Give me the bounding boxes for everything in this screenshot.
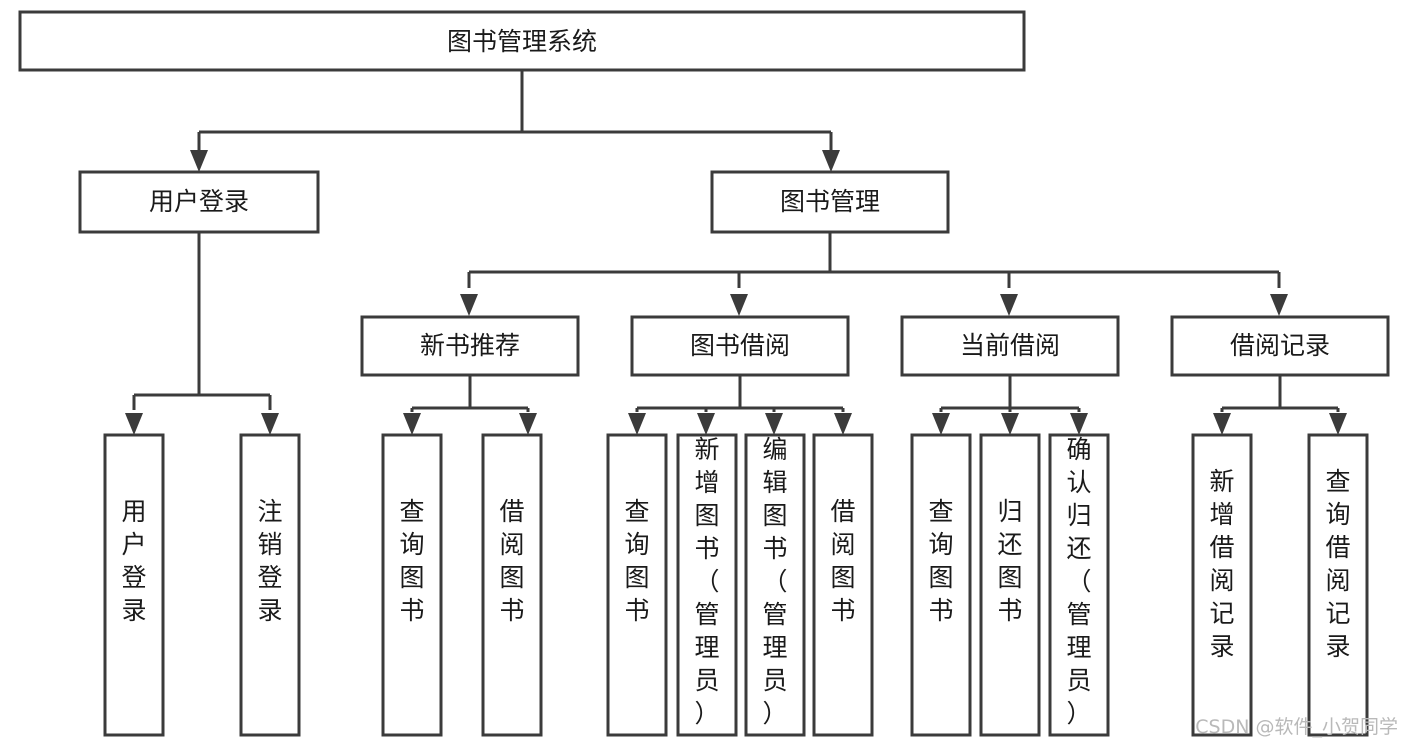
leaf-box-user-login[interactable]: [103, 433, 165, 737]
leaf-group-borrow-record: 新增借阅记录 查询借阅记录: [1191, 433, 1369, 737]
leaf-label-add-record: 新增借阅记录: [1209, 467, 1234, 661]
node-borrow-record[interactable]: 借阅记录: [1170, 315, 1390, 377]
leaf-box-query-book-2[interactable]: [606, 433, 668, 737]
leaf-label-query-book-2: 查询图书: [624, 497, 649, 625]
connector-new-book-recommend-to-leaves: [403, 375, 537, 435]
leaf-label-add-book: 新增图书（管理员）: [694, 435, 719, 728]
leaf-group-new-book-recommend: 查询图书 借阅图书: [381, 433, 543, 737]
leaf-box-query-book-3[interactable]: [910, 433, 972, 737]
arrow-icon: [125, 413, 143, 435]
new-book-recommend-box[interactable]: [360, 315, 580, 377]
user-login-box[interactable]: [78, 170, 320, 234]
current-borrow-box[interactable]: [900, 315, 1120, 377]
leaf-box-confirm-return[interactable]: [1048, 433, 1110, 737]
root-box[interactable]: [18, 10, 1026, 72]
arrow-icon: [932, 413, 950, 435]
leaf-box-add-book[interactable]: [676, 433, 738, 737]
node-root[interactable]: 图书管理系统: [18, 10, 1026, 72]
node-current-borrow[interactable]: 当前借阅: [900, 315, 1120, 377]
leaf-box-borrow-book-2[interactable]: [812, 433, 874, 737]
node-book-borrow[interactable]: 图书借阅: [630, 315, 850, 377]
leaf-box-logout-login[interactable]: [239, 433, 301, 737]
arrow-icon: [261, 413, 279, 435]
current-borrow-label: 当前借阅: [960, 331, 1060, 360]
leaf-label-logout-login: 注销登录: [257, 497, 282, 625]
book-manage-label: 图书管理: [780, 187, 880, 216]
arrow-icon: [1000, 294, 1018, 316]
arrow-icon: [765, 413, 783, 435]
leaf-label-borrow-book-1: 借阅图书: [499, 497, 524, 625]
arrow-icon: [1329, 413, 1347, 435]
arrow-icon: [1270, 294, 1288, 316]
book-borrow-label: 图书借阅: [690, 331, 790, 360]
user-login-label: 用户登录: [149, 187, 249, 216]
leaf-label-user-login: 用户登录: [121, 497, 146, 625]
leaf-label-confirm-return: 确认归还（管理员）: [1066, 435, 1091, 728]
connector-book-borrow-to-leaves: [628, 375, 852, 435]
node-book-manage[interactable]: 图书管理: [710, 170, 950, 234]
node-user-login[interactable]: 用户登录: [78, 170, 320, 234]
arrow-icon: [822, 150, 840, 172]
new-book-recommend-label: 新书推荐: [420, 331, 520, 360]
arrow-icon: [628, 413, 646, 435]
connector-book-manage-to-level3: [460, 232, 1288, 316]
arrow-icon: [730, 294, 748, 316]
leaf-label-edit-book: 编辑图书（管理员）: [762, 435, 787, 728]
leaf-box-return-book[interactable]: [979, 433, 1041, 737]
leaf-group-user-login: 用户登录 注销登录: [103, 433, 301, 737]
arrow-icon: [1213, 413, 1231, 435]
leaf-label-query-record: 查询借阅记录: [1325, 467, 1350, 661]
leaf-box-query-record[interactable]: [1307, 433, 1369, 737]
node-new-book-recommend[interactable]: 新书推荐: [360, 315, 580, 377]
leaf-label-query-book-3: 查询图书: [928, 497, 953, 625]
leaf-label-return-book: 归还图书: [997, 497, 1022, 625]
leaf-box-query-book-1[interactable]: [381, 433, 443, 737]
arrow-icon: [1001, 413, 1019, 435]
borrow-record-label: 借阅记录: [1230, 331, 1330, 360]
leaf-box-add-record[interactable]: [1191, 433, 1253, 737]
arrow-icon: [190, 150, 208, 172]
leaf-label-borrow-book-2: 借阅图书: [830, 497, 855, 625]
arrow-icon: [403, 413, 421, 435]
arrow-icon: [834, 413, 852, 435]
connector-borrow-record-to-leaves: [1213, 375, 1347, 435]
leaf-box-edit-book[interactable]: [744, 433, 806, 737]
leaf-group-book-borrow: 查询图书 新增图书（管理员） 编辑图书（管理员） 借阅图书: [606, 433, 874, 737]
connector-root-to-level2: [190, 70, 840, 172]
watermark-text: CSDN @软件_小贺同学: [1195, 716, 1398, 738]
leaf-group-current-borrow: 查询图书 归还图书 确认归还（管理员）: [910, 433, 1110, 737]
connector-user-login-to-leaves: [125, 232, 279, 435]
arrow-icon: [460, 294, 478, 316]
arrow-icon: [1070, 413, 1088, 435]
connector-current-borrow-to-leaves: [932, 375, 1088, 435]
arrow-icon: [519, 413, 537, 435]
root-label: 图书管理系统: [447, 27, 597, 56]
leaf-box-borrow-book-1[interactable]: [481, 433, 543, 737]
leaf-label-query-book-1: 查询图书: [399, 497, 424, 625]
arrow-icon: [697, 413, 715, 435]
